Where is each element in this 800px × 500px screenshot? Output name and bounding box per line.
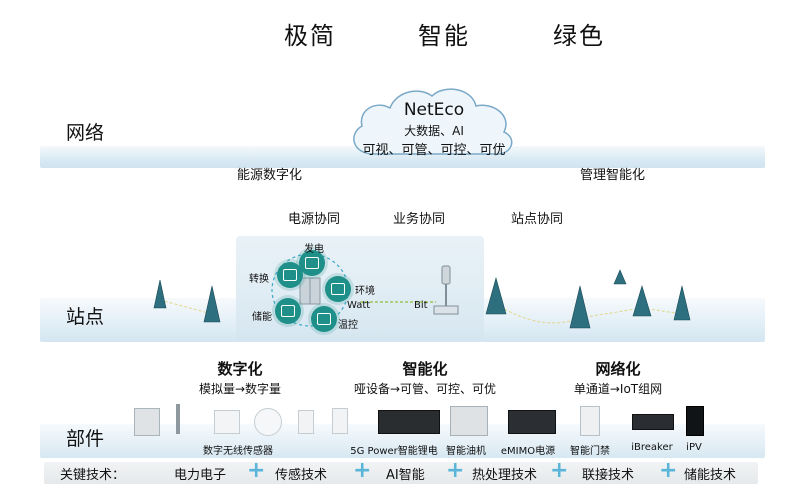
access-control-icon bbox=[580, 406, 600, 436]
network-layer-plane bbox=[40, 146, 765, 168]
tech-sensing: 传感技术 bbox=[275, 468, 328, 483]
pillar-title-networking: 网络化 bbox=[595, 360, 641, 378]
watt-label: Watt bbox=[347, 300, 371, 311]
tech-thermal: 热处理技术 bbox=[472, 468, 538, 483]
site-energy-panel bbox=[236, 236, 484, 340]
layer-label-site: 站点 bbox=[66, 306, 105, 328]
tech-power-electronics: 电力电子 bbox=[174, 468, 227, 483]
conversion-icon bbox=[277, 262, 303, 288]
key-tech-bar bbox=[44, 462, 758, 484]
key-tech-label: 关键技术： bbox=[60, 468, 126, 483]
thermal-control-icon bbox=[311, 306, 337, 332]
oil-engine-icon bbox=[450, 406, 488, 436]
ibreaker-icon bbox=[632, 414, 674, 430]
energy-digitalization-label: 能源数字化 bbox=[237, 168, 303, 183]
cloud-icon bbox=[353, 88, 513, 155]
device-label-ipv: iPV bbox=[686, 442, 702, 453]
cloud-title: NetEco bbox=[403, 100, 465, 120]
device-label-emimo: eMIMO电源 bbox=[500, 446, 556, 457]
pillar-desc-networking: 单通道→IoT组网 bbox=[573, 382, 663, 396]
ring-label-storage: 储能 bbox=[252, 312, 272, 323]
tech-ai: AI智能 bbox=[386, 468, 425, 483]
ring-label-generation: 发电 bbox=[304, 244, 324, 255]
headline-smart: 智能 bbox=[418, 22, 470, 50]
service-coordination-label: 业务协同 bbox=[393, 212, 446, 227]
tech-storage: 储能技术 bbox=[684, 468, 737, 483]
cloud-line2: 可视、可管、可控、可优 bbox=[362, 143, 506, 158]
pillar-desc-intelligence: 哑设备→可管、可控、可优 bbox=[353, 382, 497, 396]
plus-icon: + bbox=[446, 458, 465, 483]
power-coordination-label: 电源协同 bbox=[288, 212, 341, 227]
tech-connection: 联接技术 bbox=[582, 468, 635, 483]
wireless-sensor-icon bbox=[214, 410, 240, 434]
lithium-battery-icon bbox=[378, 410, 440, 434]
device-label-door: 智能门禁 bbox=[570, 446, 610, 457]
plus-icon: + bbox=[353, 458, 372, 483]
headline-simple: 极简 bbox=[284, 22, 336, 50]
management-intelligence-label: 管理智能化 bbox=[580, 168, 646, 183]
temp-sensor-icon bbox=[298, 410, 314, 434]
watt-bit-flow bbox=[360, 265, 459, 315]
pillar-title-digitalization: 数字化 bbox=[217, 360, 263, 378]
device-label-lithium: 5G Power智能锂电 bbox=[350, 446, 438, 457]
site-towers bbox=[153, 269, 691, 329]
ipv-panel-icon bbox=[686, 406, 704, 436]
storage-icon bbox=[275, 298, 301, 324]
layer-label-parts: 部件 bbox=[66, 428, 105, 450]
cloud-line1: 大数据、AI bbox=[404, 124, 464, 138]
bit-label: Bit bbox=[414, 300, 428, 311]
power-generation-icon bbox=[299, 250, 325, 276]
ring-label-environment: 环境 bbox=[355, 286, 375, 297]
pillar-title-intelligence: 智能化 bbox=[402, 360, 448, 378]
device-label-breaker: iBreaker bbox=[631, 442, 673, 453]
pillar-desc-digitalization: 模拟量→数字量 bbox=[198, 382, 282, 396]
plus-icon: + bbox=[247, 458, 266, 483]
plus-icon: + bbox=[659, 458, 678, 483]
sensor-box-icon bbox=[134, 408, 160, 436]
door-sensor-icon bbox=[332, 408, 348, 434]
probe-sensor-icon bbox=[176, 404, 180, 434]
device-label-oil: 智能油机 bbox=[446, 446, 486, 457]
headline-green: 绿色 bbox=[553, 22, 605, 50]
environment-icon bbox=[325, 276, 351, 302]
device-label-sensors: 数字无线传感器 bbox=[203, 446, 273, 457]
emimo-power-icon bbox=[508, 410, 556, 434]
ring-label-conversion: 转换 bbox=[249, 274, 269, 285]
plus-icon: + bbox=[550, 458, 569, 483]
layer-label-network: 网络 bbox=[66, 122, 105, 144]
smoke-sensor-icon bbox=[254, 408, 282, 436]
ring-label-thermal: 温控 bbox=[338, 320, 358, 331]
site-coordination-label: 站点协同 bbox=[511, 212, 564, 227]
